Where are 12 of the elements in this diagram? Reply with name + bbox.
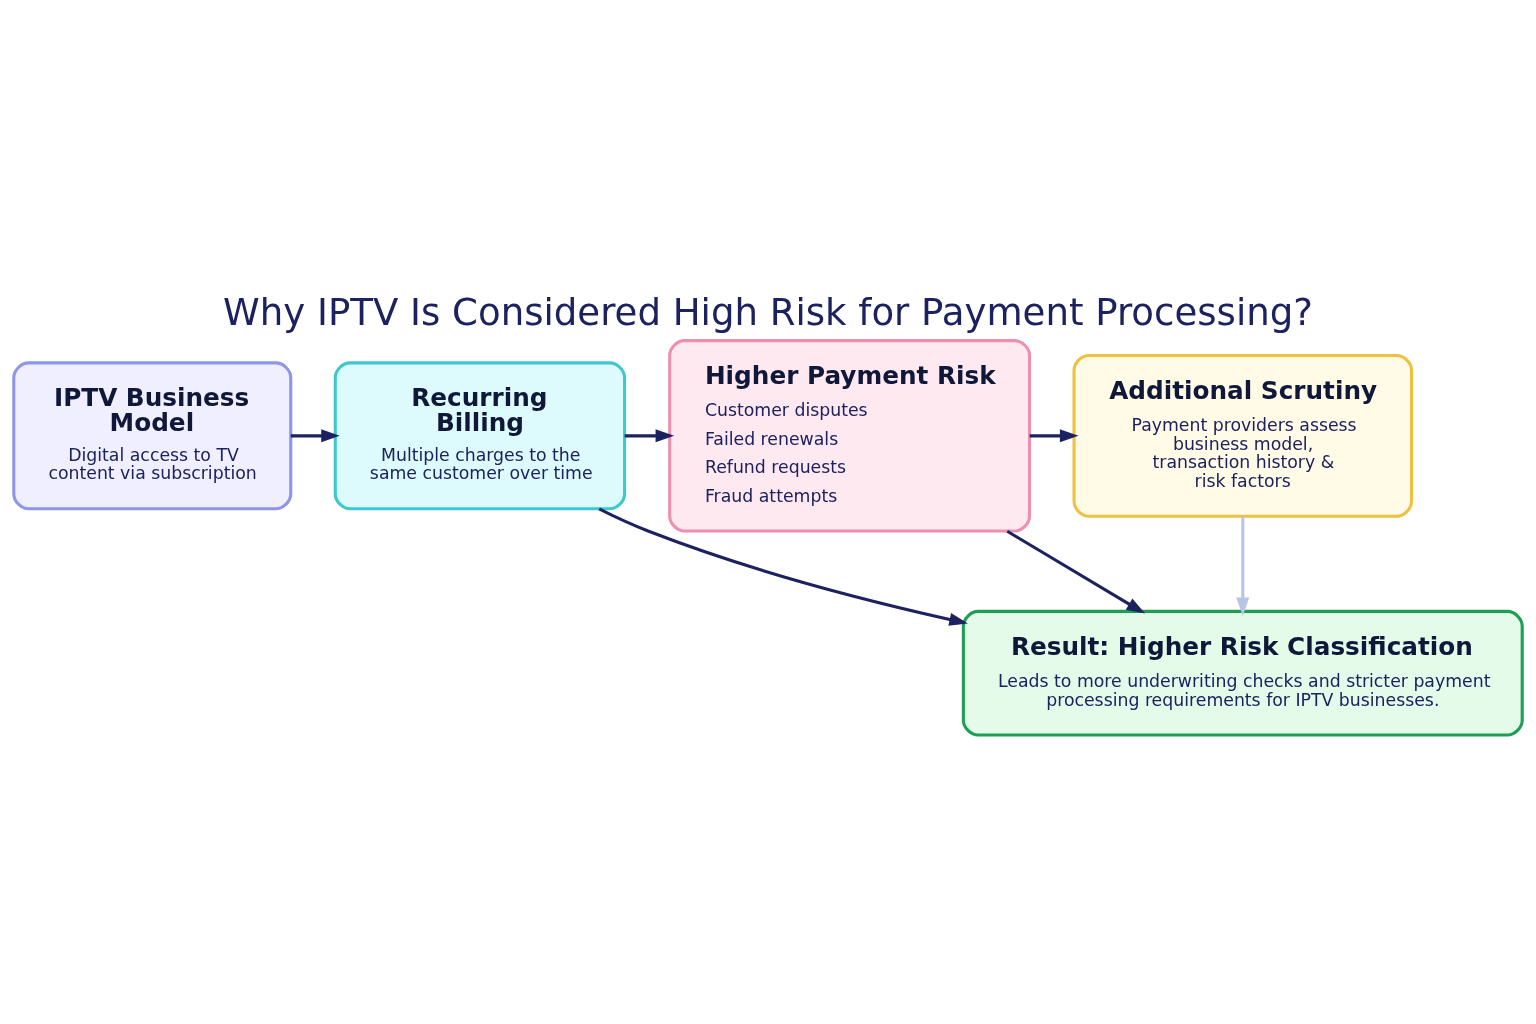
arrow xyxy=(290,428,340,442)
node-box: IPTV Business Model Digital access to TV content via subscription xyxy=(12,360,293,510)
diagram-title: Why IPTV Is Considered High Risk for Payment Processing? xyxy=(223,290,1313,334)
arrow xyxy=(1006,529,1146,614)
node-box: Recurring Billing Multiple charges to the same customer over time xyxy=(333,360,627,510)
arrow xyxy=(598,507,968,626)
node-box: Additional Scrutiny Payment providers assess business model, transaction history & risk factors xyxy=(1072,353,1414,518)
arrow xyxy=(624,428,675,442)
arrow xyxy=(1029,428,1079,442)
arrow xyxy=(1236,515,1250,616)
node-box: Result: Higher Risk Classification Leads to more underwriting checks and stricter payment processing requirements for IPTV businesses. xyxy=(961,609,1524,737)
node-box: Higher Payment Risk Customer disputes Failed renewals Refund requests Fraud attempts xyxy=(668,338,1032,533)
